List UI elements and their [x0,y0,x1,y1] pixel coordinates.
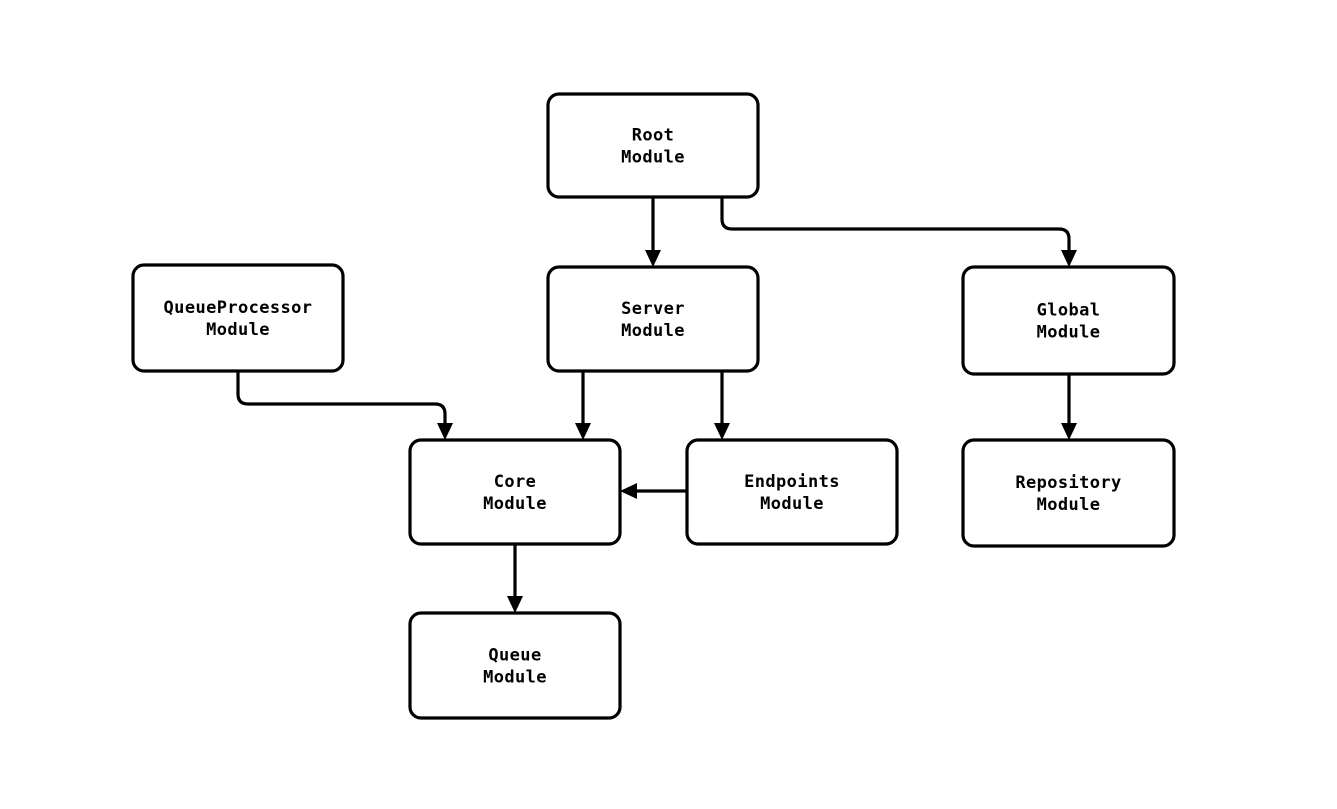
node-label-line1-queueprocessor: QueueProcessor [164,298,313,318]
edge-root-global [720,197,1077,267]
edge-global-repository [1061,374,1077,440]
arrowhead-icon-queueprocessor-core [437,423,453,440]
node-label-line1-queue: Queue [488,646,541,666]
arrowhead-icon-endpoints-core [620,483,637,499]
node-box-server[interactable] [546,265,760,373]
arrowhead-icon-server-core [575,423,591,440]
edge-server-core [575,371,591,440]
node-box-global[interactable] [961,265,1176,376]
node-box-repository[interactable] [961,438,1176,548]
edge-line-root-global [720,197,1071,252]
node-label-line2-queue: Module [483,668,547,688]
edge-endpoints-core [620,483,687,499]
edge-root-server [645,197,661,267]
edge-line-queueprocessor-core [236,371,447,425]
edge-server-endpoints [714,371,730,440]
node-label-line2-global: Module [1037,323,1101,343]
node-label-line2-server: Module [621,321,685,341]
node-label-line1-server: Server [621,299,685,319]
arrowhead-icon-global-repository [1061,423,1077,440]
node-label-line2-endpoints: Module [760,494,824,514]
node-box-core[interactable] [408,438,622,546]
node-box-queue[interactable] [408,611,622,720]
node-label-line1-root: Root [632,126,675,146]
node-box-endpoints[interactable] [685,438,899,546]
node-label-line2-repository: Module [1037,495,1101,515]
arrowhead-icon-server-endpoints [714,423,730,440]
arrowhead-icon-root-server [645,250,661,267]
node-label-line2-core: Module [483,494,547,514]
node-box-root[interactable] [546,92,760,199]
edges-group [236,197,1077,613]
node-label-line1-core: Core [494,472,537,492]
node-label-line2-root: Module [621,148,685,168]
edge-core-queue [507,544,523,613]
edge-queueprocessor-core [236,371,453,440]
node-label-line1-endpoints: Endpoints [744,472,840,492]
node-box-queueprocessor[interactable] [131,263,345,373]
node-label-line1-global: Global [1037,301,1101,321]
node-label-line1-repository: Repository [1015,473,1121,493]
arrowhead-icon-root-global [1061,250,1077,267]
arrowhead-icon-core-queue [507,596,523,613]
node-label-line2-queueprocessor: Module [206,320,270,340]
